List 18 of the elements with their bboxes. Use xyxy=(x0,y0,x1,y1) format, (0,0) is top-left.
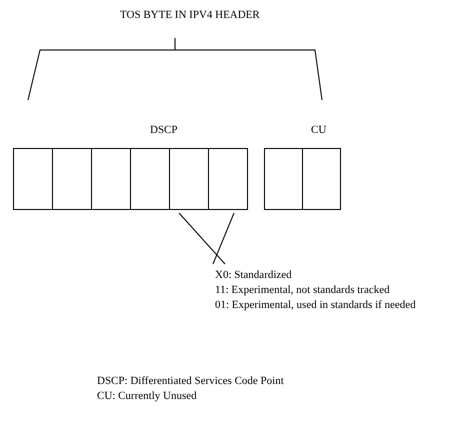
bit-cell xyxy=(130,148,170,210)
bit-cell xyxy=(264,148,303,210)
code-description: X0: Standardized xyxy=(215,268,293,283)
code-description: 11: Experimental, not standards tracked xyxy=(215,283,391,298)
bit-cell xyxy=(52,148,92,210)
bit-cell xyxy=(13,148,53,210)
title: TOS BYTE IN IPV4 HEADER xyxy=(120,9,260,22)
bit-cell xyxy=(91,148,131,210)
bit-cell xyxy=(208,148,248,210)
bit-cell xyxy=(302,148,341,210)
note: DSCP: Differentiated Services Code Point xyxy=(97,375,284,388)
leader-line xyxy=(212,212,234,264)
bit-cell xyxy=(169,148,209,210)
note: CU: Currently Unused xyxy=(97,390,197,403)
field-label: CU xyxy=(311,124,326,137)
field-label: DSCP xyxy=(150,124,178,137)
code-description: 01: Experimental, used in standards if needed xyxy=(215,298,416,313)
leader-line xyxy=(178,212,226,264)
